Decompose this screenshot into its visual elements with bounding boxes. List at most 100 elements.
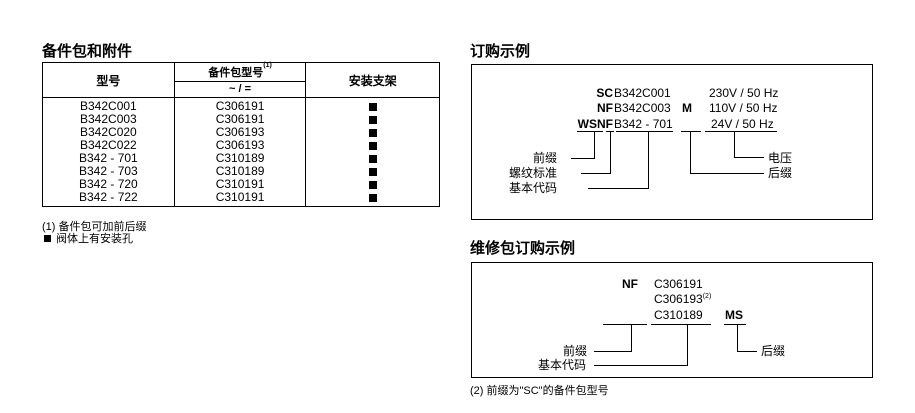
- leader-prefix-v: [594, 131, 595, 159]
- order-prefix-3: WSNF: [577, 117, 613, 131]
- leader-suffix-v: [690, 131, 691, 174]
- filled-square-icon: [368, 102, 377, 111]
- col-header-kit-sub: ~ / =: [173, 80, 307, 99]
- order-voltage-2: 110V / 50 Hz: [709, 101, 778, 115]
- footnote-2: (2) 前缀为"SC"的备件包型号: [470, 385, 609, 397]
- footnote-1: (1) 备件包可加前后缀: [42, 221, 147, 233]
- order-code-1: B342C001: [614, 86, 671, 100]
- cell-bracket: [305, 126, 440, 139]
- leader-voltage-h: [734, 157, 764, 158]
- order-voltage-3: 24V / 50 Hz: [711, 117, 774, 131]
- label-voltage: 电压: [768, 151, 793, 165]
- order-code-2: B342C003: [614, 101, 671, 115]
- order-code-3: B342 - 701: [614, 117, 673, 131]
- repair-code-1: C306191: [654, 277, 703, 291]
- underline-suffix: [681, 131, 701, 132]
- filled-square-icon: [368, 193, 377, 202]
- repair-suffix: MS: [725, 308, 743, 322]
- filled-square-icon: [368, 180, 377, 189]
- repair-leader-prefix-h: [594, 351, 632, 352]
- cell-kit: C310191: [173, 178, 307, 191]
- leader-voltage-v: [734, 131, 735, 158]
- order-prefix-1: SC: [596, 86, 613, 100]
- cell-kit: C306193: [173, 126, 307, 139]
- underline-base: [616, 131, 673, 132]
- repair-code-3: C310189: [654, 308, 703, 322]
- filled-square-icon: [368, 141, 377, 150]
- cell-bracket: [305, 152, 440, 165]
- leader-thread-v: [610, 131, 611, 174]
- underline-prefix: [577, 131, 603, 132]
- repair-underline-base: [651, 324, 711, 325]
- cell-kit: C310189: [173, 152, 307, 165]
- cell-model: B342C022: [42, 139, 175, 152]
- cell-model: B342C001: [42, 97, 175, 113]
- leader-prefix-h: [571, 158, 595, 159]
- cell-kit: C310189: [173, 165, 307, 178]
- repair-code-2: C306193(2): [654, 292, 712, 306]
- cell-model: B342 - 701: [42, 152, 175, 165]
- order-voltage-1: 230V / 50 Hz: [709, 86, 779, 100]
- repair-leader-base-v: [687, 324, 688, 366]
- col-header-kit: 备件包型号(1): [173, 61, 307, 82]
- order-example-box: [471, 64, 873, 220]
- repair-example-title: 维修包订购示例: [470, 240, 576, 257]
- cell-bracket: [305, 191, 440, 207]
- cell-bracket: [305, 113, 440, 126]
- label-base: 基本代码: [509, 181, 558, 195]
- cell-model: B342 - 720: [42, 178, 175, 191]
- cell-model: B342 - 703: [42, 165, 175, 178]
- order-prefix-2: NF: [597, 101, 613, 115]
- repair-leader-suffix-h: [737, 351, 757, 352]
- leader-base-h: [588, 188, 649, 189]
- repair-leader-suffix-v: [737, 324, 738, 352]
- footnote-bracket: 阀体上有安装孔: [42, 233, 133, 246]
- spare-parts-title: 备件包和附件: [42, 43, 133, 60]
- filled-square-icon: [44, 234, 51, 242]
- label-thread: 螺纹标准: [509, 166, 558, 180]
- label-prefix: 前缀: [533, 151, 558, 165]
- repair-leader-prefix-v: [631, 324, 632, 352]
- filled-square-icon: [368, 115, 377, 124]
- cell-model: B342C003: [42, 113, 175, 126]
- filled-square-icon: [368, 154, 377, 163]
- cell-kit: C306193: [173, 139, 307, 152]
- footnote-2-marker: (2): [702, 293, 712, 300]
- repair-leader-base-h: [594, 365, 688, 366]
- underline-voltage: [705, 131, 777, 132]
- repair-example-box: [471, 262, 873, 378]
- cell-bracket: [305, 97, 440, 113]
- cell-bracket: [305, 178, 440, 191]
- cell-model: B342C020: [42, 126, 175, 139]
- repair-label-base: 基本代码: [538, 358, 587, 372]
- order-example-title: 订购示例: [470, 43, 531, 60]
- cell-bracket: [305, 165, 440, 178]
- cell-kit: C310191: [173, 191, 307, 207]
- col-header-model: 型号: [42, 62, 175, 98]
- cell-kit: C306191: [173, 113, 307, 126]
- cell-bracket: [305, 139, 440, 152]
- label-suffix: 后缀: [768, 166, 793, 180]
- filled-square-icon: [368, 167, 377, 176]
- filled-square-icon: [368, 128, 377, 137]
- repair-underline-suffix: [724, 324, 746, 325]
- leader-base-v: [648, 131, 649, 189]
- repair-label-prefix: 前缀: [563, 344, 588, 358]
- col-header-bracket: 安装支架: [305, 62, 440, 98]
- leader-suffix-h: [690, 173, 764, 174]
- repair-prefix: NF: [622, 277, 638, 291]
- repair-label-suffix: 后缀: [761, 344, 786, 358]
- repair-underline-prefix: [603, 324, 647, 325]
- cell-kit: C306191: [173, 97, 307, 113]
- leader-thread-h: [581, 173, 611, 174]
- footnote-1-marker: (1): [263, 61, 272, 69]
